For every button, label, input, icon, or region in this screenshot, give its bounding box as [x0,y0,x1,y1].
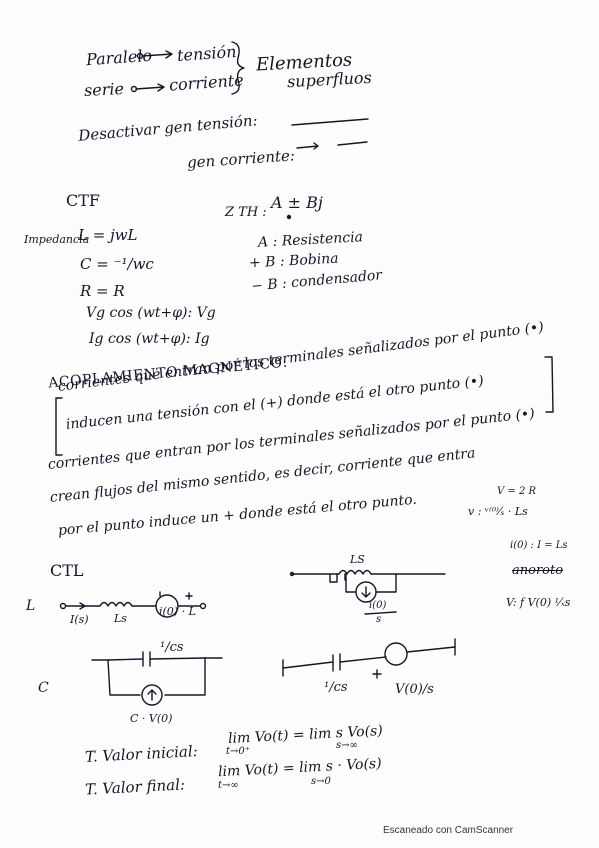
capacitor-equivalent-right [282,638,456,679]
side-v-eq: V = 2 R [497,486,537,497]
ctl-L-Ls: Ls [114,612,127,625]
side-v-frac: v : ᵛ⁽⁰⁾⁄ₛ · Ls [468,505,528,518]
left-bracket [55,397,63,456]
capacitor-icon-2 [332,653,341,672]
ctl-L-I: I(s) [70,613,89,626]
right-bracket [544,356,554,413]
valor-final-sub-s: s→0 [311,776,331,787]
ctl-L-right-den: s [376,614,382,625]
ctf-ig: Ig cos (wt+φ): Ig [89,331,210,347]
ctl-C-right-source: V(0)/s [395,682,434,697]
valor-inicial-sub-t: t→0⁺ [226,746,251,757]
open-circuit-left [296,142,319,150]
side-v-final: V: f V(0) ¹⁄ₓs [506,596,571,609]
ctl-C-right-cap: ¹/cs [324,680,348,695]
zth-label: Z TH : [225,205,267,220]
ctl-L-right-num: i(0) [369,600,387,611]
short-circuit-line [291,118,369,126]
open-circuit-right [337,141,368,146]
inductor-equivalent-left [59,591,207,618]
scanner-footer: Escaneado con CamScanner [383,825,514,836]
ctf-vg: Vg cos (wt+φ): Vg [86,305,216,321]
inductor-coil-icon-2 [338,569,372,575]
capacitor-equivalent-left [91,651,223,706]
ctl-C-source: C · V(0) [130,712,173,725]
impedancia-label: Impedancia [24,233,90,246]
ctl-L-right-top: LS [350,553,365,566]
ctl-C-top: ¹/cs [160,640,184,655]
inductor-coil-icon [99,601,133,607]
side-i-eq: i(0) : I = Ls [510,540,568,551]
inductor-equivalent-right [289,569,446,615]
valor-final-sub-t: t→∞ [218,780,239,791]
zth-value: A ± Bj [271,193,323,212]
current-source-icon-2 [141,684,163,706]
capacitor-icon [142,651,151,667]
voltage-source-icon-2 [384,642,408,666]
ctf-title: CTF [66,191,101,210]
ctl-title: CTL [50,561,84,580]
ctl-C-marker: C [38,680,49,696]
curly-brace [231,41,245,95]
valor-inicial-sub-s: s→∞ [336,740,358,751]
side-scribble: anoroto [512,563,564,578]
ctl-L-marker: L [26,598,36,614]
impedance-L: L = jwL [78,226,138,244]
impedance-C: C = ⁻¹/wc [80,255,154,273]
arrow-right-icon-2 [135,83,165,92]
arrow-right-icon [141,50,173,59]
ctl-L-source: i(0) · L [159,605,196,618]
impedance-R: R = R [80,282,125,300]
